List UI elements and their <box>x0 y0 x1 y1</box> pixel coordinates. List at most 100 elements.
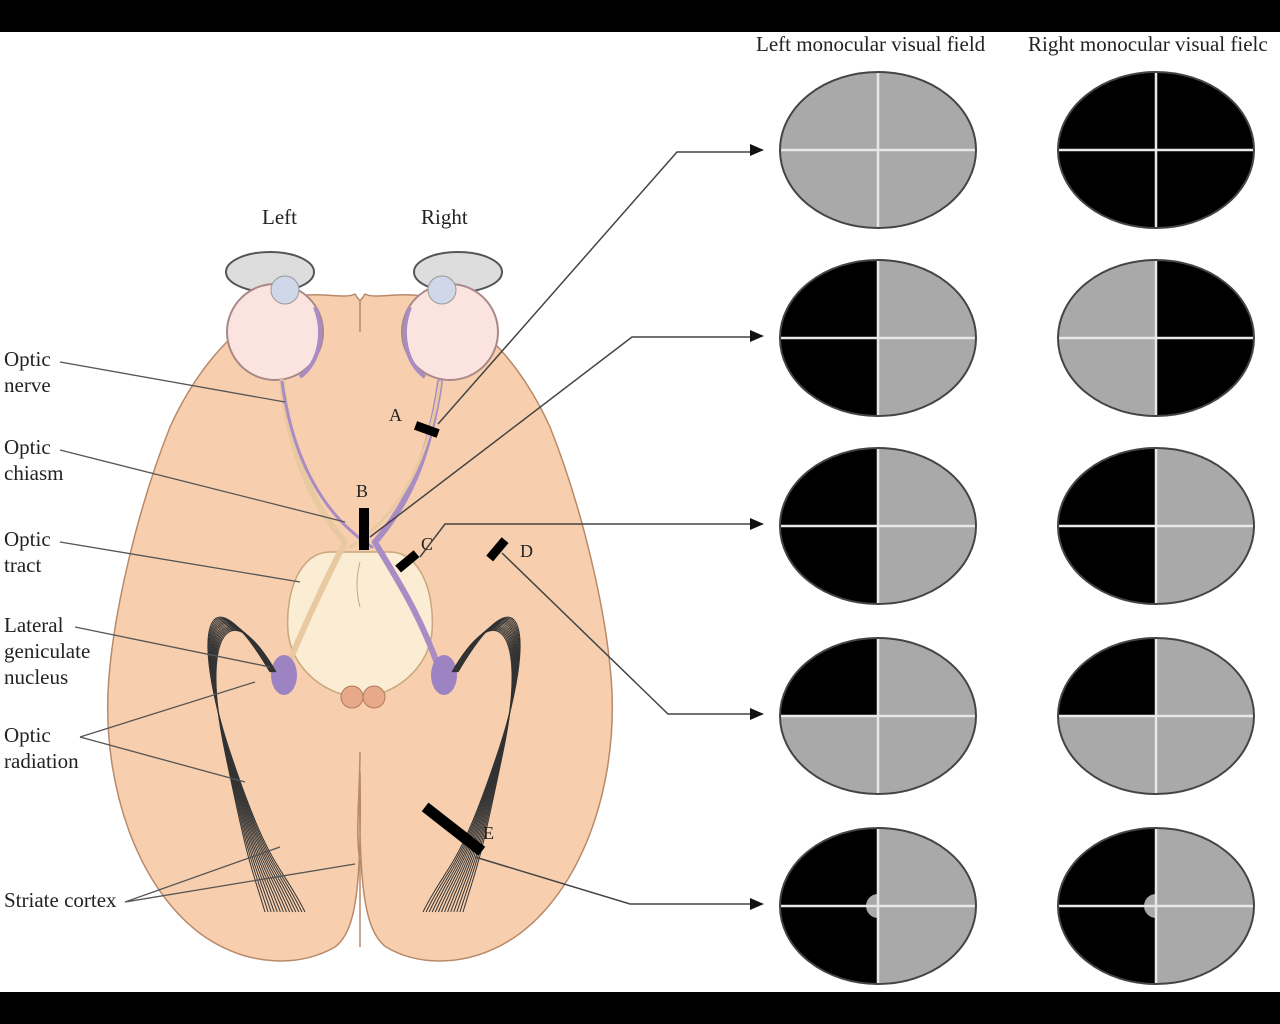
arrow-head <box>750 898 764 910</box>
quadrant-ll <box>1058 150 1156 228</box>
quadrant-ur <box>1156 260 1254 338</box>
right-field-header: Right monocular visual fielc <box>1028 32 1268 56</box>
field-b-left <box>779 259 977 417</box>
midbrain <box>286 551 434 698</box>
quadrant-ll <box>780 526 878 604</box>
quadrant-ur <box>878 638 976 716</box>
quadrant-lr <box>1156 338 1254 416</box>
field-d-left <box>779 637 977 795</box>
quadrant-ul <box>1058 828 1156 906</box>
quadrant-ul <box>780 828 878 906</box>
field-outline <box>1057 71 1255 229</box>
lesion-bar-d <box>486 537 509 562</box>
field-b-right <box>1057 259 1255 417</box>
field-d-right <box>1057 637 1255 795</box>
lesion-bar-e <box>421 802 486 856</box>
quadrant-ll <box>780 716 878 794</box>
quadrant-ur <box>878 828 976 906</box>
field-outline <box>1057 447 1255 605</box>
lesion-bars <box>359 421 509 856</box>
label-striate-cortex: Striate cortex <box>4 888 117 912</box>
arrow-head <box>750 708 764 720</box>
mammillary-body-right <box>362 685 386 709</box>
field-c-left <box>779 447 977 605</box>
radiation-fiber <box>207 616 306 913</box>
quadrant-lr <box>878 526 976 604</box>
quadrant-lr <box>878 150 976 228</box>
quadrant-ur <box>1156 828 1254 906</box>
quadrant-ur <box>878 448 976 526</box>
quadrant-ll <box>1058 338 1156 416</box>
quadrant-ur <box>1156 448 1254 526</box>
quadrant-ul <box>1058 72 1156 150</box>
lgn-right <box>431 655 457 695</box>
field-c-right <box>1057 447 1255 605</box>
right-eye <box>401 251 503 381</box>
quadrant-lr <box>878 906 976 984</box>
quadrant-ll <box>780 150 878 228</box>
visual-pathway-figure: Left monocular visual field Right monocu… <box>0 32 1280 992</box>
arrow-head <box>750 518 764 530</box>
quadrant-ul <box>780 72 878 150</box>
arrow-head <box>750 144 764 156</box>
field-a-left <box>779 71 977 229</box>
field-e-left <box>779 827 977 985</box>
quadrant-ur <box>878 72 976 150</box>
label-right: Right <box>421 205 468 229</box>
quadrant-ll <box>780 338 878 416</box>
quadrant-lr <box>878 338 976 416</box>
quadrant-ur <box>1156 72 1254 150</box>
lesion-label-e: E <box>483 823 494 843</box>
field-outline <box>1057 637 1255 795</box>
quadrant-lr <box>1156 716 1254 794</box>
quadrant-lr <box>1156 526 1254 604</box>
quadrant-ur <box>878 260 976 338</box>
arrow-head <box>750 330 764 342</box>
label-pointers <box>59 361 356 903</box>
quadrant-ll <box>1058 716 1156 794</box>
field-outline <box>779 447 977 605</box>
field-e-right <box>1057 827 1255 985</box>
lesion-label-a: A <box>389 405 402 425</box>
quadrant-ll <box>1058 526 1156 604</box>
lesion-bar-c <box>395 550 420 573</box>
field-outline <box>1057 259 1255 417</box>
field-outline <box>779 637 977 795</box>
connector-line <box>501 552 750 715</box>
quadrant-ur <box>1156 638 1254 716</box>
radiation-fiber <box>422 616 521 913</box>
quadrant-ll <box>780 906 878 984</box>
field-a-right <box>1057 71 1255 229</box>
lgn-left <box>271 655 297 695</box>
quadrant-lr <box>878 716 976 794</box>
field-outline <box>779 71 977 229</box>
mammillary-body-left <box>340 685 364 709</box>
lesion-label-b: B <box>356 481 368 501</box>
quadrant-lr <box>1156 906 1254 984</box>
lesion-bar-b <box>359 508 369 550</box>
connector-line <box>419 523 750 558</box>
quadrant-ul <box>1058 260 1156 338</box>
left-eye <box>225 251 324 381</box>
lesion-label-c: C <box>421 534 433 554</box>
connector-line <box>437 151 750 425</box>
longitudinal-fissure <box>357 300 361 947</box>
quadrant-ll <box>1058 906 1156 984</box>
lesion-label-d: D <box>520 541 533 561</box>
quadrant-ul <box>780 260 878 338</box>
connector-line <box>474 856 750 905</box>
optic-radiations <box>207 616 521 913</box>
field-outline <box>1057 827 1255 985</box>
label-left: Left <box>262 205 297 229</box>
diagram-svg: A B C D E <box>59 71 1255 985</box>
quadrant-ul <box>780 638 878 716</box>
field-outline <box>779 259 977 417</box>
quadrant-lr <box>1156 150 1254 228</box>
quadrant-ul <box>1058 638 1156 716</box>
connector-lines <box>369 144 764 910</box>
